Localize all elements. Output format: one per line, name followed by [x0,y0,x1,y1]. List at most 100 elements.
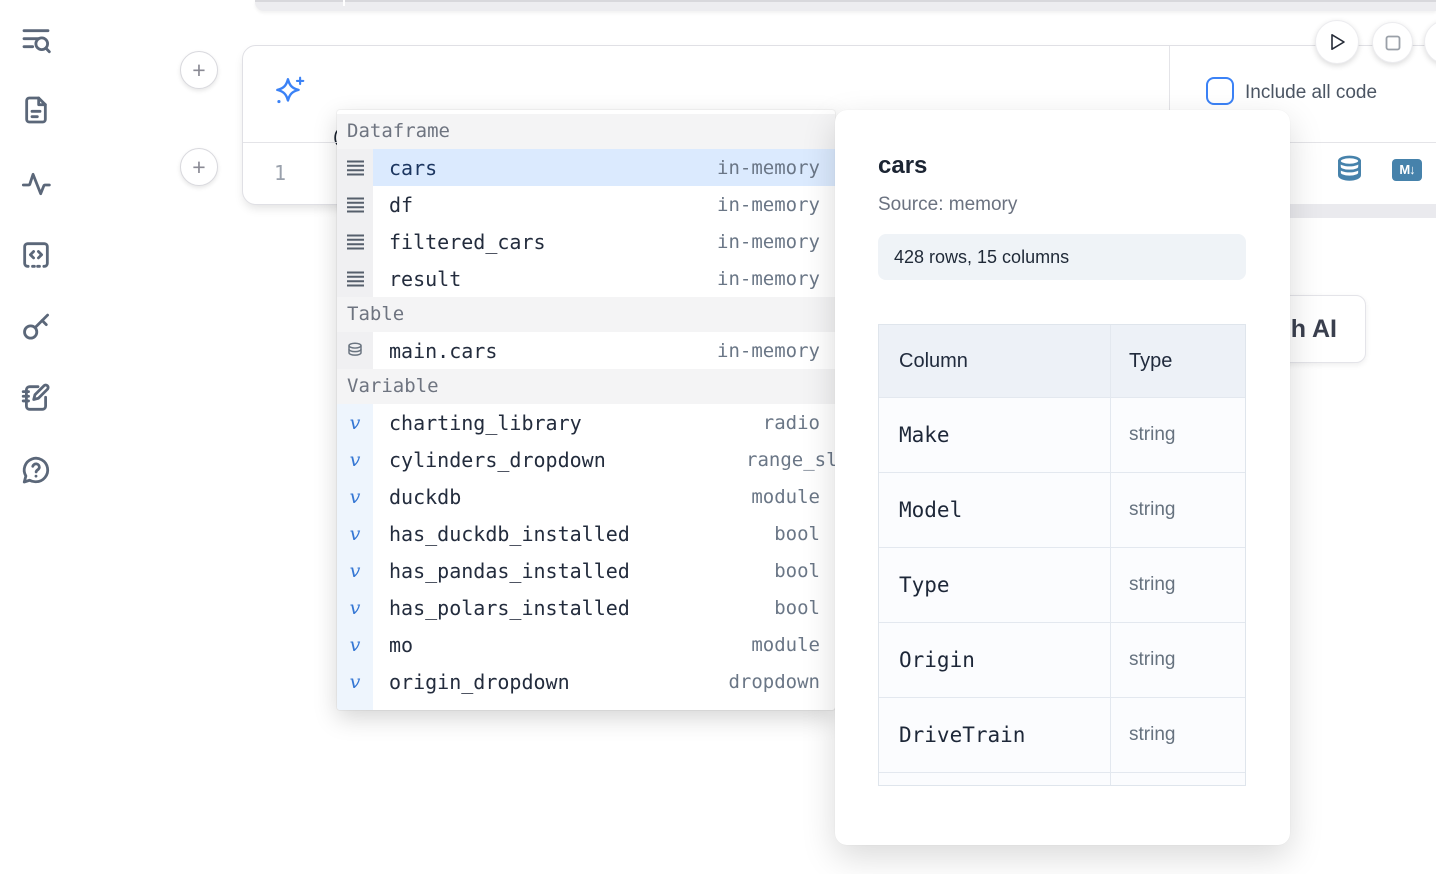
stop-button[interactable] [1372,22,1413,63]
schema-row-partial [879,772,1245,785]
previous-cell-console-strip [255,0,1436,11]
previous-cell-strip-gap [343,0,345,6]
include-all-code-checkbox[interactable] [1206,77,1234,105]
variable-icon: v [337,552,373,589]
autocomplete-item-charting_library[interactable]: v charting_library radio [337,404,835,441]
autocomplete-item-filtered_cars[interactable]: filtered_cars in-memory [337,223,835,260]
preview-title: cars [878,152,928,179]
add-cell-below-button[interactable]: + [180,148,218,186]
schema-row-Origin: Origin string [879,622,1245,697]
column-name: Make [899,423,950,447]
item-type: module [751,708,820,711]
help-chat-icon [22,456,50,484]
variable-icon: v [337,700,373,710]
sidebar-item-scratchpad[interactable] [19,382,53,416]
database-icon [1338,155,1361,181]
schema-header-type: Type [1129,349,1173,372]
variable-icon: v [337,478,373,515]
variable-icon: v [337,404,373,441]
autocomplete-section-table: Table [337,297,835,332]
schema-row-Make: Make string [879,397,1245,472]
convert-to-markdown-button[interactable]: M↓ [1392,159,1422,181]
text-search-icon [22,29,51,54]
autocomplete-item-origin_dropdown[interactable]: v origin_dropdown dropdown [337,663,835,700]
item-type: in-memory [717,230,820,253]
item-name: origin_dropdown [389,669,570,694]
column-type: string [1129,649,1176,670]
item-type: bool [774,559,820,582]
item-name: mo [389,632,414,657]
item-type: module [751,485,820,508]
dataframe-icon [337,260,373,297]
column-name: Type [899,573,950,597]
play-icon [1330,33,1345,51]
sidebar-item-files[interactable] [19,94,53,128]
preview-source: Source: memory [878,194,1018,215]
notebook-pen-icon [21,383,50,411]
item-name: has_duckdb_installed [389,521,630,546]
column-name: Model [899,498,963,522]
code-editor[interactable]: 1 M↓ [243,143,1436,204]
column-name: Origin [899,648,975,672]
column-type: string [1129,499,1176,520]
item-name: main.cars [389,338,498,363]
activity-icon [21,172,51,196]
autocomplete-item-df[interactable]: df in-memory [337,186,835,223]
item-name: duckdb [389,484,462,509]
ai-panel-divider [1169,46,1170,142]
item-type: in-memory [717,156,820,179]
autocomplete-item-cars[interactable]: cars in-memory [337,149,835,186]
sidebar-item-snippets[interactable] [19,239,53,273]
run-cell-button[interactable] [1315,20,1359,64]
autocomplete-item-has_duckdb_installed[interactable]: v has_duckdb_installed bool [337,515,835,552]
key-icon [23,313,49,340]
sidebar-item-secrets[interactable] [19,310,53,344]
variable-icon: v [337,589,373,626]
variable-icon: v [337,626,373,663]
variable-icon: v [337,663,373,700]
autocomplete-item-pd[interactable]: v pdmodule [337,700,835,710]
column-type: string [1129,424,1176,445]
preview-shape-badge: 428 rows, 15 columns [878,234,1246,280]
column-type: string [1129,574,1176,595]
item-type: radio [762,411,820,434]
item-type: bool [774,522,820,545]
line-number: 1 [274,161,287,185]
include-all-code-label[interactable]: Include all code [1245,82,1378,103]
item-name: cars [389,155,438,180]
sidebar-item-tracebacks[interactable] [19,167,53,201]
schema-header-row: Column Type [879,325,1245,397]
sidebar-item-help[interactable] [19,454,53,488]
add-cell-above-button[interactable]: + [180,51,218,89]
autocomplete-section-variable: Variable [337,369,835,404]
item-name: filtered_cars [389,229,546,254]
item-name: result [389,266,462,291]
item-type: in-memory [717,193,820,216]
item-name: charting_library [389,410,582,435]
item-name: pd [389,707,751,711]
sidebar-item-search[interactable] [19,24,53,58]
datasource-button[interactable] [1336,155,1363,188]
code-snippet-icon [23,242,49,268]
item-name: df [389,192,414,217]
item-name: has_polars_installed [389,595,630,620]
file-text-icon [25,96,47,124]
autocomplete-section-dataframe: Dataframe [337,114,835,149]
variable-icon: v [337,515,373,552]
dataframe-icon [337,149,373,186]
item-type: dropdown [728,670,820,693]
dataframe-preview-panel: cars Source: memory 428 rows, 15 columns… [835,110,1290,845]
ai-sparkle-icon [271,74,307,115]
dataframe-icon [337,223,373,260]
